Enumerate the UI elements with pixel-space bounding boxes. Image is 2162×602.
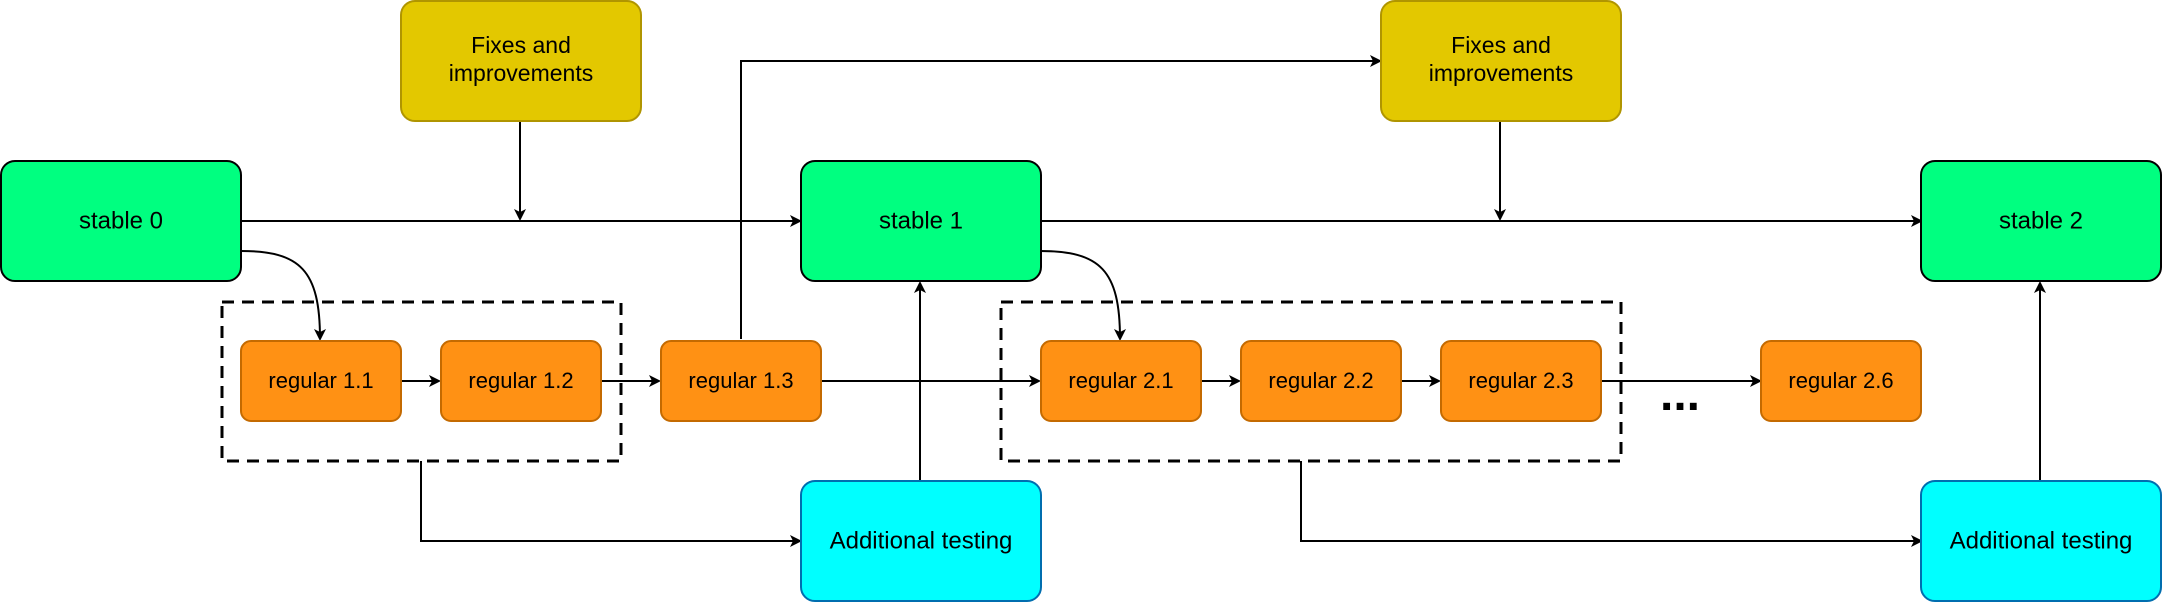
- regular-node-1-1: regular 1.1: [240, 340, 402, 422]
- testing-node-2-box: [1920, 480, 2162, 602]
- stable-node-2: stable 2: [1920, 160, 2162, 282]
- regular-node-1-2-label: regular 1.2: [468, 368, 573, 393]
- group-2-dashed-box: [999, 300, 1623, 463]
- stable-node-1-box: [800, 160, 1042, 282]
- regular-node-1-3-box: [660, 340, 822, 422]
- regular-node-2-1-box: [1040, 340, 1202, 422]
- stable-node-0-box: [0, 160, 242, 282]
- regular-node-2-3-label: regular 2.3: [1468, 368, 1573, 393]
- fixes-node-2: Fixes and improvements: [1380, 0, 1622, 122]
- testing-node-1-label: Additional testing: [830, 527, 1013, 554]
- regular-node-1-1-label: regular 1.1: [268, 368, 373, 393]
- regular-node-2-1: regular 2.1: [1040, 340, 1202, 422]
- stable-node-1: stable 1: [800, 160, 1042, 282]
- regular-node-2-2: regular 2.2: [1240, 340, 1402, 422]
- fixes-node-2-label-line2: improvements: [1429, 60, 1573, 86]
- regular-node-2-6: regular 2.6: [1760, 340, 1922, 422]
- edge-group2-to-testing2: [1300, 461, 1923, 547]
- fixes-node-2-box: [1380, 0, 1622, 122]
- stable-node-0-label: stable 0: [79, 207, 163, 234]
- regular-node-1-2: regular 1.2: [440, 340, 602, 422]
- testing-node-2: Additional testing: [1920, 480, 2162, 602]
- ellipsis-label: ...: [1660, 368, 1700, 421]
- edge-stable0-to-regular-1-1: [240, 250, 326, 341]
- fixes-node-2-label-line1: Fixes and: [1451, 32, 1551, 58]
- regular-node-2-3-box: [1440, 340, 1602, 422]
- regular-node-2-2-box: [1240, 340, 1402, 422]
- stable-node-2-box: [1920, 160, 2162, 282]
- testing-node-1: Additional testing: [800, 480, 1042, 602]
- testing-node-2-label: Additional testing: [1950, 527, 2133, 554]
- regular-node-2-1-label: regular 2.1: [1068, 368, 1173, 393]
- fixes-node-1-box: [400, 0, 642, 122]
- fixes-node-1-label-line1: Fixes and: [471, 32, 571, 58]
- regular-node-2-3: regular 2.3: [1440, 340, 1602, 422]
- edge-group1-to-testing1: [420, 461, 802, 547]
- edge-regular-1-3-to-fixes2: [740, 55, 1382, 339]
- regular-node-1-2-box: [440, 340, 602, 422]
- regular-node-1-1-box: [240, 340, 402, 422]
- regular-node-2-6-box: [1760, 340, 1922, 422]
- fixes-node-1: Fixes and improvements: [400, 0, 642, 122]
- stable-node-2-label: stable 2: [1999, 207, 2083, 234]
- fixes-node-1-label-line2: improvements: [449, 60, 593, 86]
- regular-node-2-2-label: regular 2.2: [1268, 368, 1373, 393]
- regular-node-1-3: regular 1.3: [660, 340, 822, 422]
- regular-node-1-3-label: regular 1.3: [688, 368, 793, 393]
- regular-node-2-6-label: regular 2.6: [1788, 368, 1893, 393]
- edge-stable1-to-regular-2-1: [1039, 250, 1126, 341]
- testing-node-1-box: [800, 480, 1042, 602]
- stable-node-0: stable 0: [0, 160, 242, 282]
- stable-node-1-label: stable 1: [879, 207, 963, 234]
